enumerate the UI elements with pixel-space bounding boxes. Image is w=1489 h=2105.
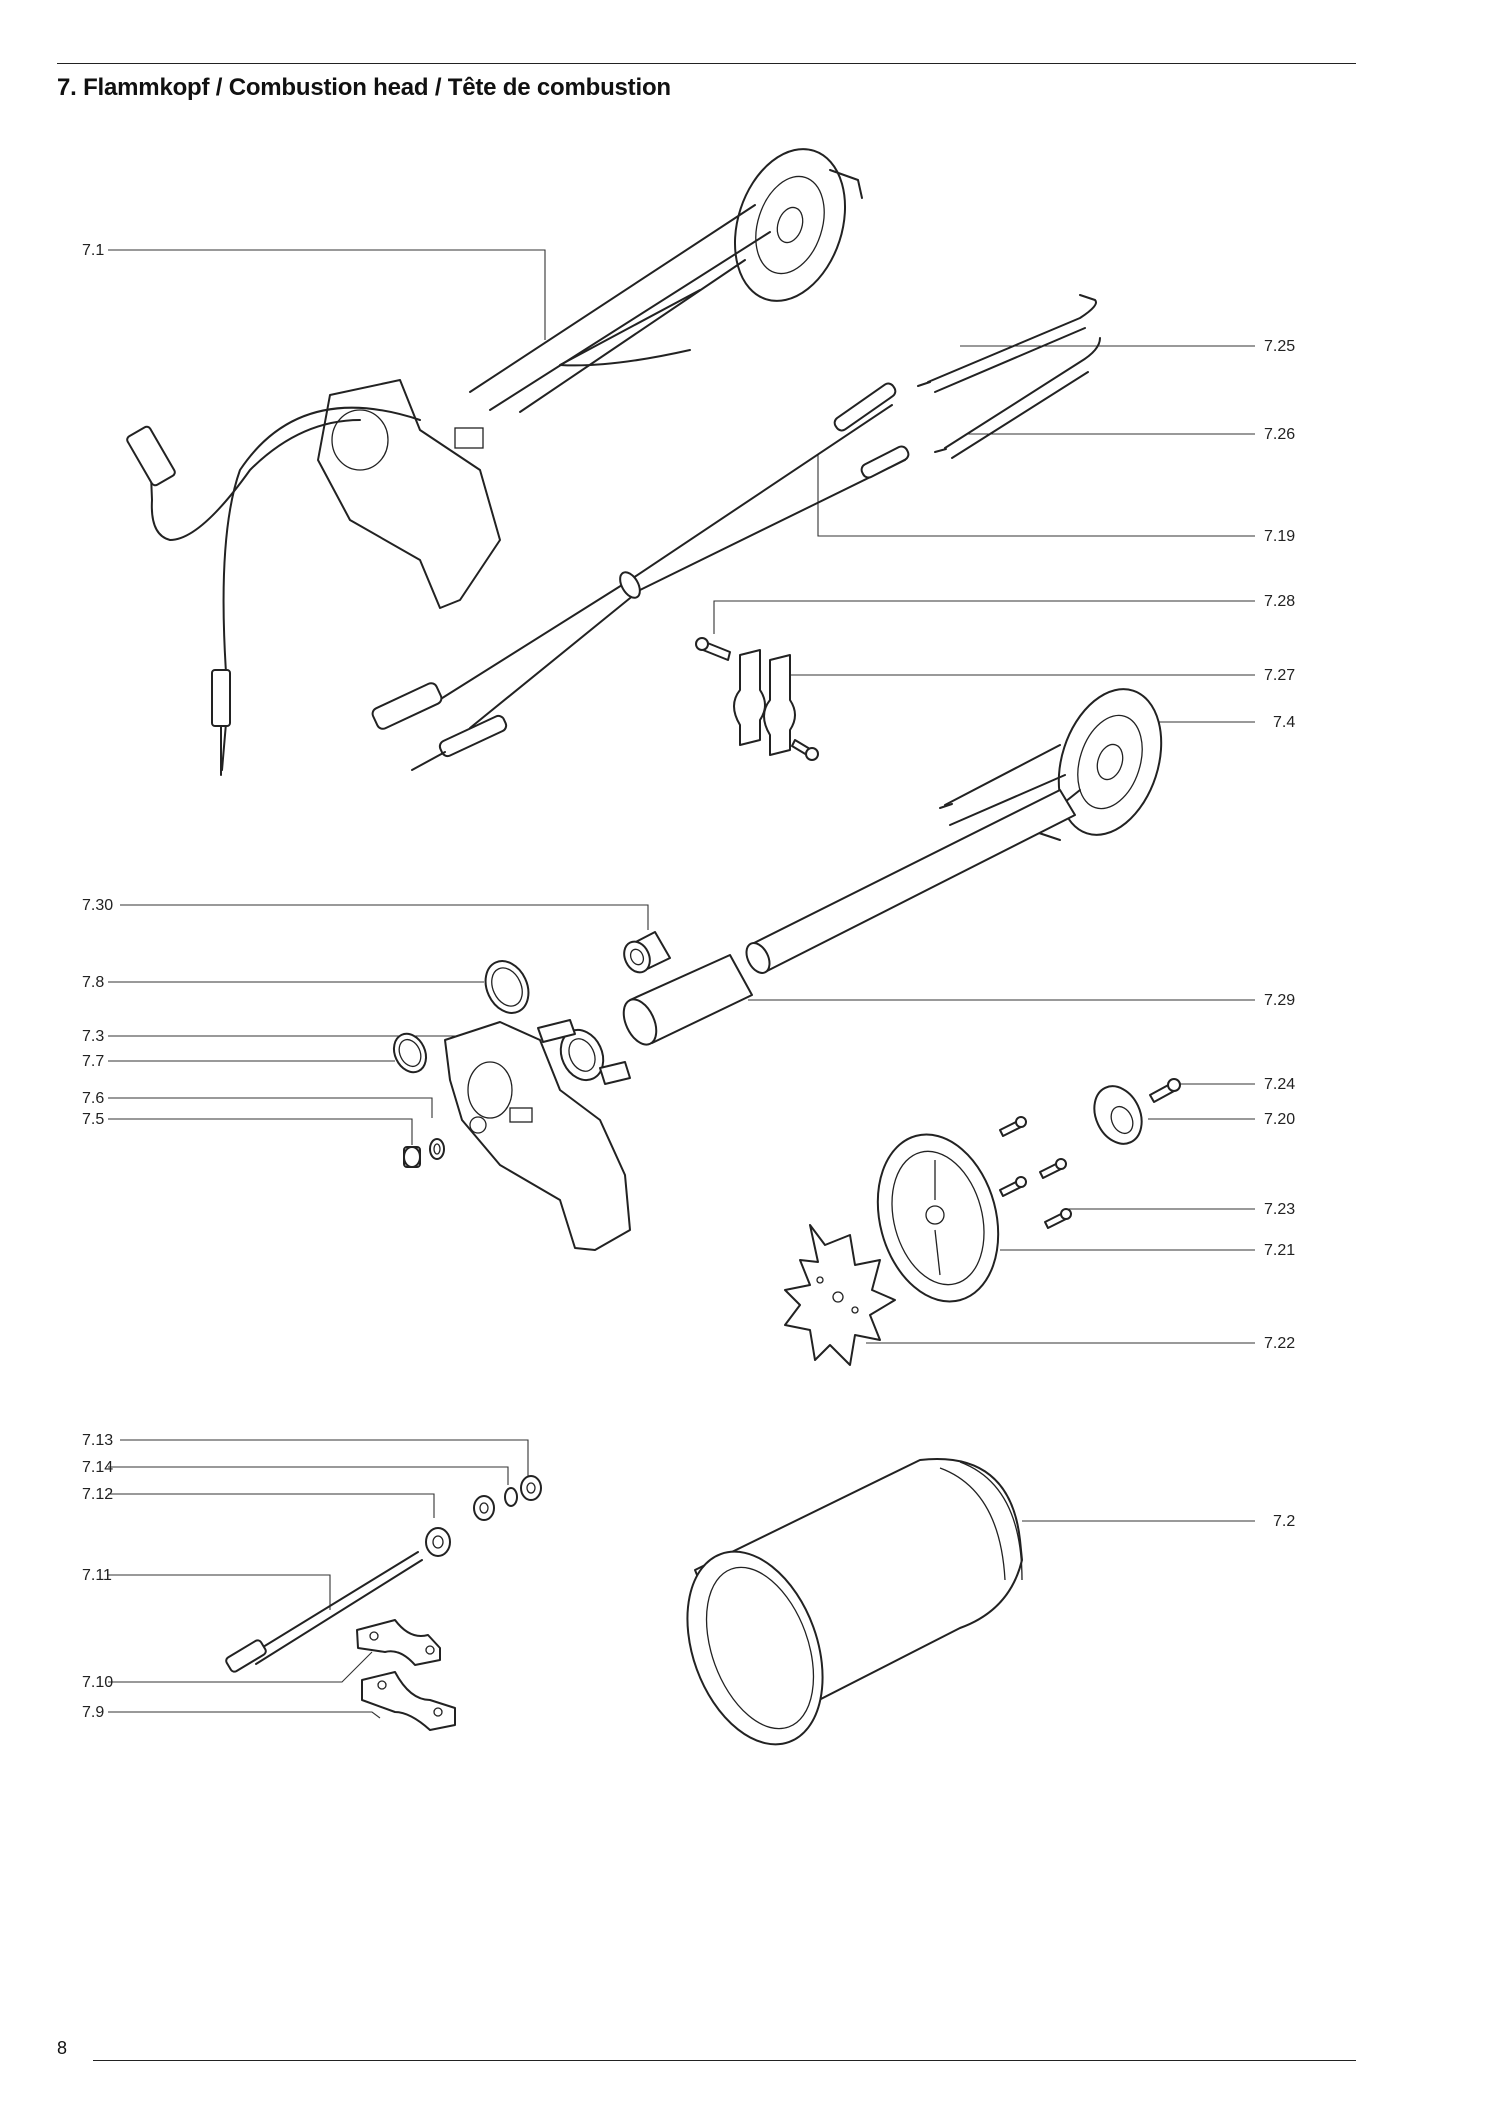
- callout-7-5: 7.5: [82, 1111, 104, 1128]
- callout-7-28: 7.28: [1264, 593, 1295, 610]
- part-electrode-7-26: [934, 337, 1101, 459]
- callout-7-13: 7.13: [82, 1432, 113, 1449]
- part-nut-7-12: [425, 1495, 495, 1557]
- part-plug-7-5: [403, 1146, 421, 1168]
- part-sleeve: [622, 954, 753, 1046]
- part-bracket-7-27: [733, 649, 796, 756]
- callout-7-4: 7.4: [1273, 714, 1295, 731]
- part-ignition-cable-7-19: [371, 382, 910, 771]
- part-electrode-7-25: [917, 294, 1097, 393]
- callout-7-2: 7.2: [1273, 1513, 1295, 1530]
- part-disc-7-20: [1093, 1085, 1143, 1145]
- part-baffle-7-21: [876, 1133, 1000, 1303]
- callout-7-27: 7.27: [1264, 667, 1295, 684]
- part-flame-tube-7-2: [686, 1458, 1023, 1746]
- callout-7-1: 7.1: [82, 242, 104, 259]
- part-swirl-plate-7-22: [784, 1224, 896, 1366]
- callout-7-19: 7.19: [1264, 528, 1295, 545]
- callout-7-7: 7.7: [82, 1053, 104, 1070]
- callout-7-8: 7.8: [82, 974, 104, 991]
- callout-7-21: 7.21: [1264, 1242, 1295, 1259]
- part-o-ring-7-8: [484, 960, 530, 1014]
- callout-7-9: 7.9: [82, 1704, 104, 1721]
- part-tube-7-29: [745, 789, 1076, 974]
- part-assembled-head-7-1: [126, 148, 863, 776]
- callout-7-6: 7.6: [82, 1090, 104, 1107]
- callout-7-11: 7.11: [82, 1567, 112, 1584]
- part-threaded-rod-7-11: [225, 1551, 423, 1673]
- part-washer-7-6: [429, 1138, 445, 1160]
- callout-7-20: 7.20: [1264, 1111, 1295, 1128]
- callout-7-10: 7.10: [82, 1674, 113, 1691]
- callout-7-23: 7.23: [1264, 1201, 1295, 1218]
- callout-7-30: 7.30: [82, 897, 113, 914]
- callout-7-3: 7.3: [82, 1028, 104, 1045]
- part-screw-7-28: [695, 637, 819, 761]
- callout-7-25: 7.25: [1264, 338, 1295, 355]
- callout-labels: 7.1 7.25 7.26 7.19 7.28 7.27 7.4 7.30 7.…: [82, 242, 1295, 1721]
- top-rule: [57, 63, 1356, 64]
- part-clamp-7-9: [361, 1671, 456, 1731]
- callout-7-14: 7.14: [82, 1459, 113, 1476]
- callout-7-22: 7.22: [1264, 1335, 1295, 1352]
- part-housing-7-3: [444, 1019, 631, 1251]
- callout-7-29: 7.29: [1264, 992, 1295, 1009]
- part-washer-7-14: [504, 1487, 518, 1507]
- part-screw-7-24: [1149, 1078, 1181, 1103]
- part-nut-7-13: [520, 1475, 542, 1501]
- callout-7-24: 7.24: [1264, 1076, 1295, 1093]
- part-spacer-7-30: [623, 931, 671, 974]
- callout-7-26: 7.26: [1264, 426, 1295, 443]
- part-screws-7-23: [999, 1116, 1072, 1229]
- part-clamp-7-10: [356, 1619, 441, 1666]
- bottom-rule: [93, 2060, 1356, 2061]
- leader-lines: [108, 249, 1255, 1719]
- page-number: 8: [57, 2038, 68, 2058]
- callout-7-12: 7.12: [82, 1486, 113, 1503]
- page-title: 7. Flammkopf / Combustion head / Tête de…: [57, 74, 671, 101]
- part-ring-7-7: [392, 1032, 428, 1074]
